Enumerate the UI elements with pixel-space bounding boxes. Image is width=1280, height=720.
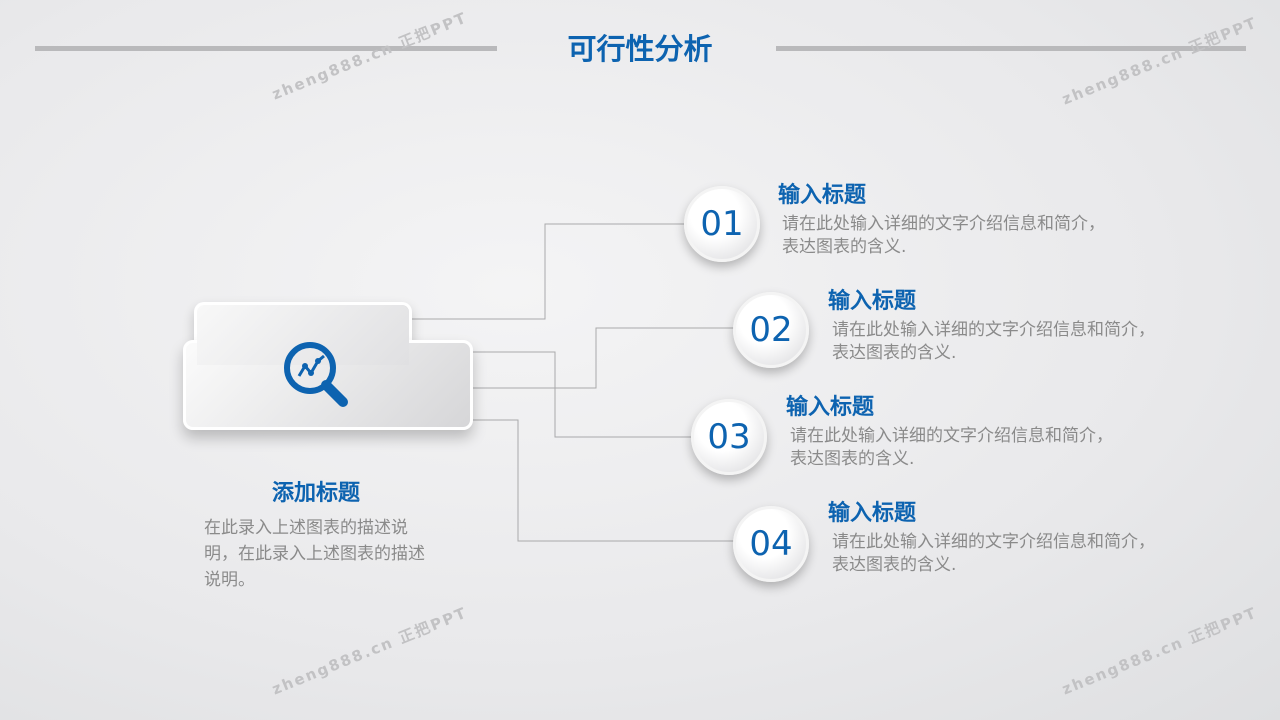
item-04: 输入标题 请在此处输入详细的文字介绍信息和简介，表达图表的含义. (828, 495, 1168, 577)
number-badge-01: 01 (684, 186, 760, 262)
connector-04 (472, 419, 740, 542)
item-text: 请在此处输入详细的文字介绍信息和简介，表达图表的含义. (832, 532, 1155, 575)
item-text: 请在此处输入详细的文字介绍信息和简介，表达图表的含义. (832, 320, 1155, 363)
connector-03 (472, 351, 696, 438)
item-title: 输入标题 (828, 501, 917, 526)
item-01: 输入标题 请在此处输入详细的文字介绍信息和简介，表达图表的含义. (778, 177, 1118, 259)
center-title: 添加标题 (272, 481, 361, 506)
item-text: 请在此处输入详细的文字介绍信息和简介，表达图表的含义. (782, 214, 1105, 257)
center-card-fill (197, 305, 409, 365)
magnifier-chart-icon (284, 342, 348, 407)
slide-title: 可行性分析 (567, 32, 713, 66)
header-rule-right (776, 46, 1246, 51)
number-badge-03: 03 (691, 399, 767, 475)
center-description: 在此录入上述图表的描述说明，在此录入上述图表的描述说明。 (204, 518, 425, 590)
item-03: 输入标题 请在此处输入详细的文字介绍信息和简介，表达图表的含义. (786, 389, 1126, 471)
item-title: 输入标题 (786, 395, 875, 420)
item-title: 输入标题 (828, 289, 917, 314)
connector-02 (472, 327, 740, 389)
item-02: 输入标题 请在此处输入详细的文字介绍信息和简介，表达图表的含义. (828, 283, 1168, 365)
item-title: 输入标题 (778, 183, 867, 208)
header-rule-left (35, 46, 497, 51)
number-badge-04: 04 (733, 506, 809, 582)
item-text: 请在此处输入详细的文字介绍信息和简介，表达图表的含义. (790, 426, 1113, 469)
connector-01 (410, 223, 690, 320)
number-badge-02: 02 (733, 292, 809, 368)
